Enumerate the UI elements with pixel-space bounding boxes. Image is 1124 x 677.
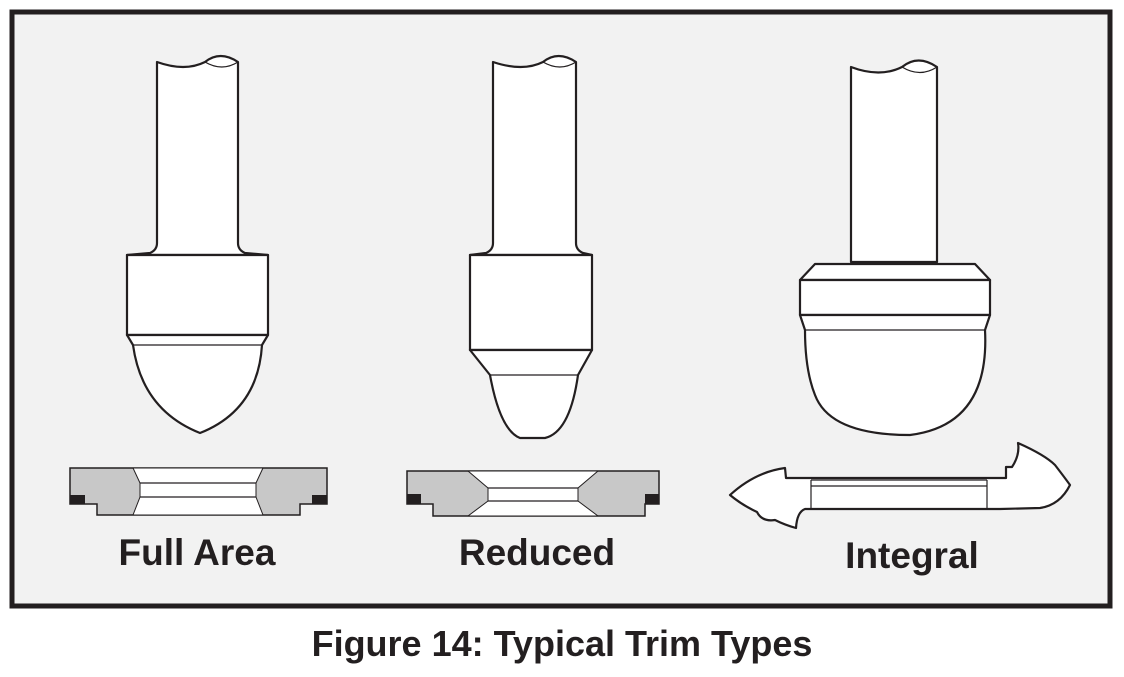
figure-caption: Figure 14: Typical Trim Types [312, 623, 813, 664]
full-area-seat-ring [69, 467, 328, 516]
full-area-plug [125, 54, 270, 435]
reduced-seat-ring [406, 470, 660, 517]
integral-plug [798, 59, 992, 437]
integral-seat [728, 441, 1072, 530]
reduced-plug [468, 54, 594, 440]
full-area-label: Full Area [119, 532, 276, 573]
reduced-label: Reduced [459, 532, 615, 573]
integral-label: Integral [845, 535, 979, 576]
